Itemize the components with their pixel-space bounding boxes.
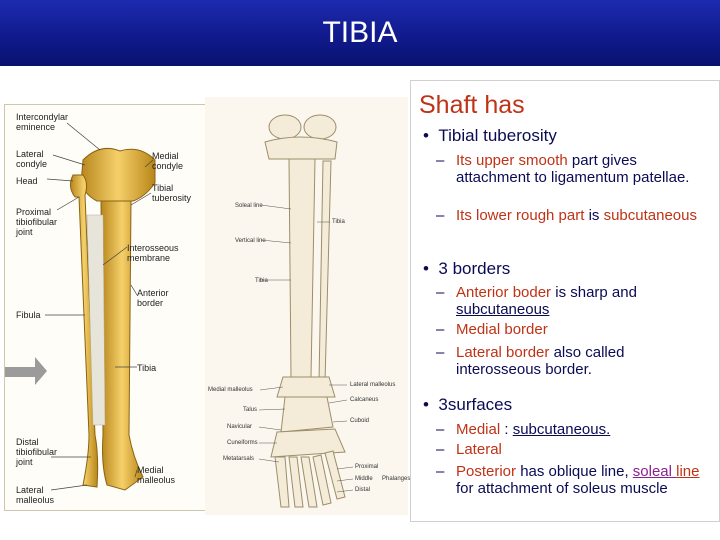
- label-medial-malleolus-right: Medial malleolus: [208, 387, 253, 393]
- sub-anterior-border: –Anterior boder is sharp and subcutaneou…: [436, 284, 637, 318]
- term-lateral-border: Lateral border: [456, 344, 550, 361]
- desc-anterior-boder: is sharp and: [551, 284, 637, 301]
- label-anterior-border: Anterior border: [137, 288, 169, 308]
- sub-medial-border: –Medial border: [436, 321, 548, 338]
- desc-posterior: has oblique line,: [516, 463, 633, 480]
- bullet-3surfaces: • 3surfaces: [423, 395, 513, 414]
- term-line: line: [676, 463, 700, 480]
- label-proximal-phalanx: Proximal: [355, 464, 379, 470]
- slide-title-bar: TIBIA: [0, 0, 720, 66]
- label-cuneiforms: Cuneiforms: [227, 440, 258, 446]
- label-lateral-condyle: Lateral condyle: [16, 149, 48, 169]
- term-subcutaneous-2: subcutaneous: [456, 301, 550, 318]
- term-lateral: Lateral: [456, 441, 502, 458]
- label-talus: Talus: [243, 407, 258, 413]
- label-tibia-anterior: Tibia: [255, 278, 268, 284]
- term-anterior-boder: Anterior boder: [456, 284, 552, 301]
- label-distal-tibiofibular-joint: Distal tibiofibular joint: [16, 437, 58, 467]
- bullet-title: 3surfaces: [438, 395, 513, 414]
- label-lateral-malleolus: Lateral malleolus: [16, 485, 55, 505]
- label-tibia: Tibia: [137, 363, 157, 373]
- sub-upper-smooth: –Its upper smooth part gives attachment …: [436, 152, 690, 186]
- label-phalanges: Phalanges: [382, 476, 411, 482]
- shaft-heading: Shaft has: [419, 91, 525, 119]
- slide-title: TIBIA: [322, 16, 398, 49]
- label-cuboid: Cuboid: [350, 418, 370, 424]
- label-navicular: Navicular: [227, 424, 253, 430]
- bullet-3-borders: • 3 borders: [423, 259, 511, 278]
- text-panel: Shaft has • Tibial tuberosity –Its upper…: [410, 80, 720, 522]
- desc-upper-smooth: part gives attachment to ligamentum pate…: [456, 152, 690, 186]
- skeleton-drawing: [258, 114, 354, 508]
- label-medial-malleolus: Medial malleolus: [137, 465, 176, 485]
- sub-lower-rough: –Its lower rough part is subcutaneous: [436, 207, 697, 224]
- bullet-title: 3 borders: [438, 259, 511, 278]
- term-posterior: Posterior: [456, 463, 517, 480]
- term-medial-border: Medial border: [456, 321, 548, 338]
- bullet-tibial-tuberosity: • Tibial tuberosity: [423, 126, 557, 145]
- term-soleal: soleal: [632, 463, 677, 480]
- label-lateral-malleolus-right: Lateral malleolus: [350, 382, 396, 388]
- desc-lower-rough: is: [584, 207, 604, 224]
- sub-lateral-surface: –Lateral: [436, 441, 502, 458]
- term-subcutaneous-3: subcutaneous.: [512, 421, 611, 438]
- label-soleal-line: Soleal line: [235, 203, 263, 209]
- sub-lateral-border: –Lateral border also called interosseous…: [436, 344, 625, 378]
- desc-lateral-border: also called interosseous border.: [456, 344, 625, 378]
- term-subcutaneous-1: subcutaneous: [603, 207, 697, 224]
- label-fibula: Fibula: [16, 310, 41, 320]
- term-lower-rough: Its lower rough part: [456, 207, 585, 224]
- sep-colon: :: [500, 421, 513, 438]
- label-middle-phalanx: Middle: [355, 476, 373, 482]
- desc-soleus: for attachment of soleus muscle: [456, 480, 668, 497]
- leg-skeleton-illustration: Soleal line Vertical line Tibia Tibia Me…: [205, 97, 411, 515]
- bullet-title: Tibial tuberosity: [438, 126, 557, 145]
- bone-drawing: [5, 122, 156, 491]
- label-tibia-posterior: Tibia: [332, 219, 345, 225]
- label-distal-phalanx: Distal: [355, 487, 371, 493]
- sub-posterior-surface: –Posterior has oblique line, soleal line…: [436, 463, 700, 497]
- label-medial-condyle: Medial condyle: [152, 151, 184, 171]
- label-tibial-tuberosity: Tibial tuberosity: [152, 183, 192, 203]
- label-head: Head: [16, 176, 38, 186]
- term-upper-smooth: Its upper smooth: [456, 152, 568, 169]
- term-medial: Medial: [456, 421, 501, 438]
- label-vertical-line: Vertical line: [235, 238, 266, 244]
- label-calcaneus: Calcaneus: [350, 397, 379, 403]
- label-metatarsals: Metatarsals: [223, 456, 255, 462]
- label-interosseous-membrane: Interosseous membrane: [127, 243, 179, 263]
- label-intercondylar-eminence: Intercondylar eminence: [16, 112, 69, 132]
- sub-medial-surface: –Medial : subcutaneous.: [436, 421, 611, 438]
- label-proximal-tibiofibular-joint: Proximal tibiofibular joint: [16, 207, 58, 237]
